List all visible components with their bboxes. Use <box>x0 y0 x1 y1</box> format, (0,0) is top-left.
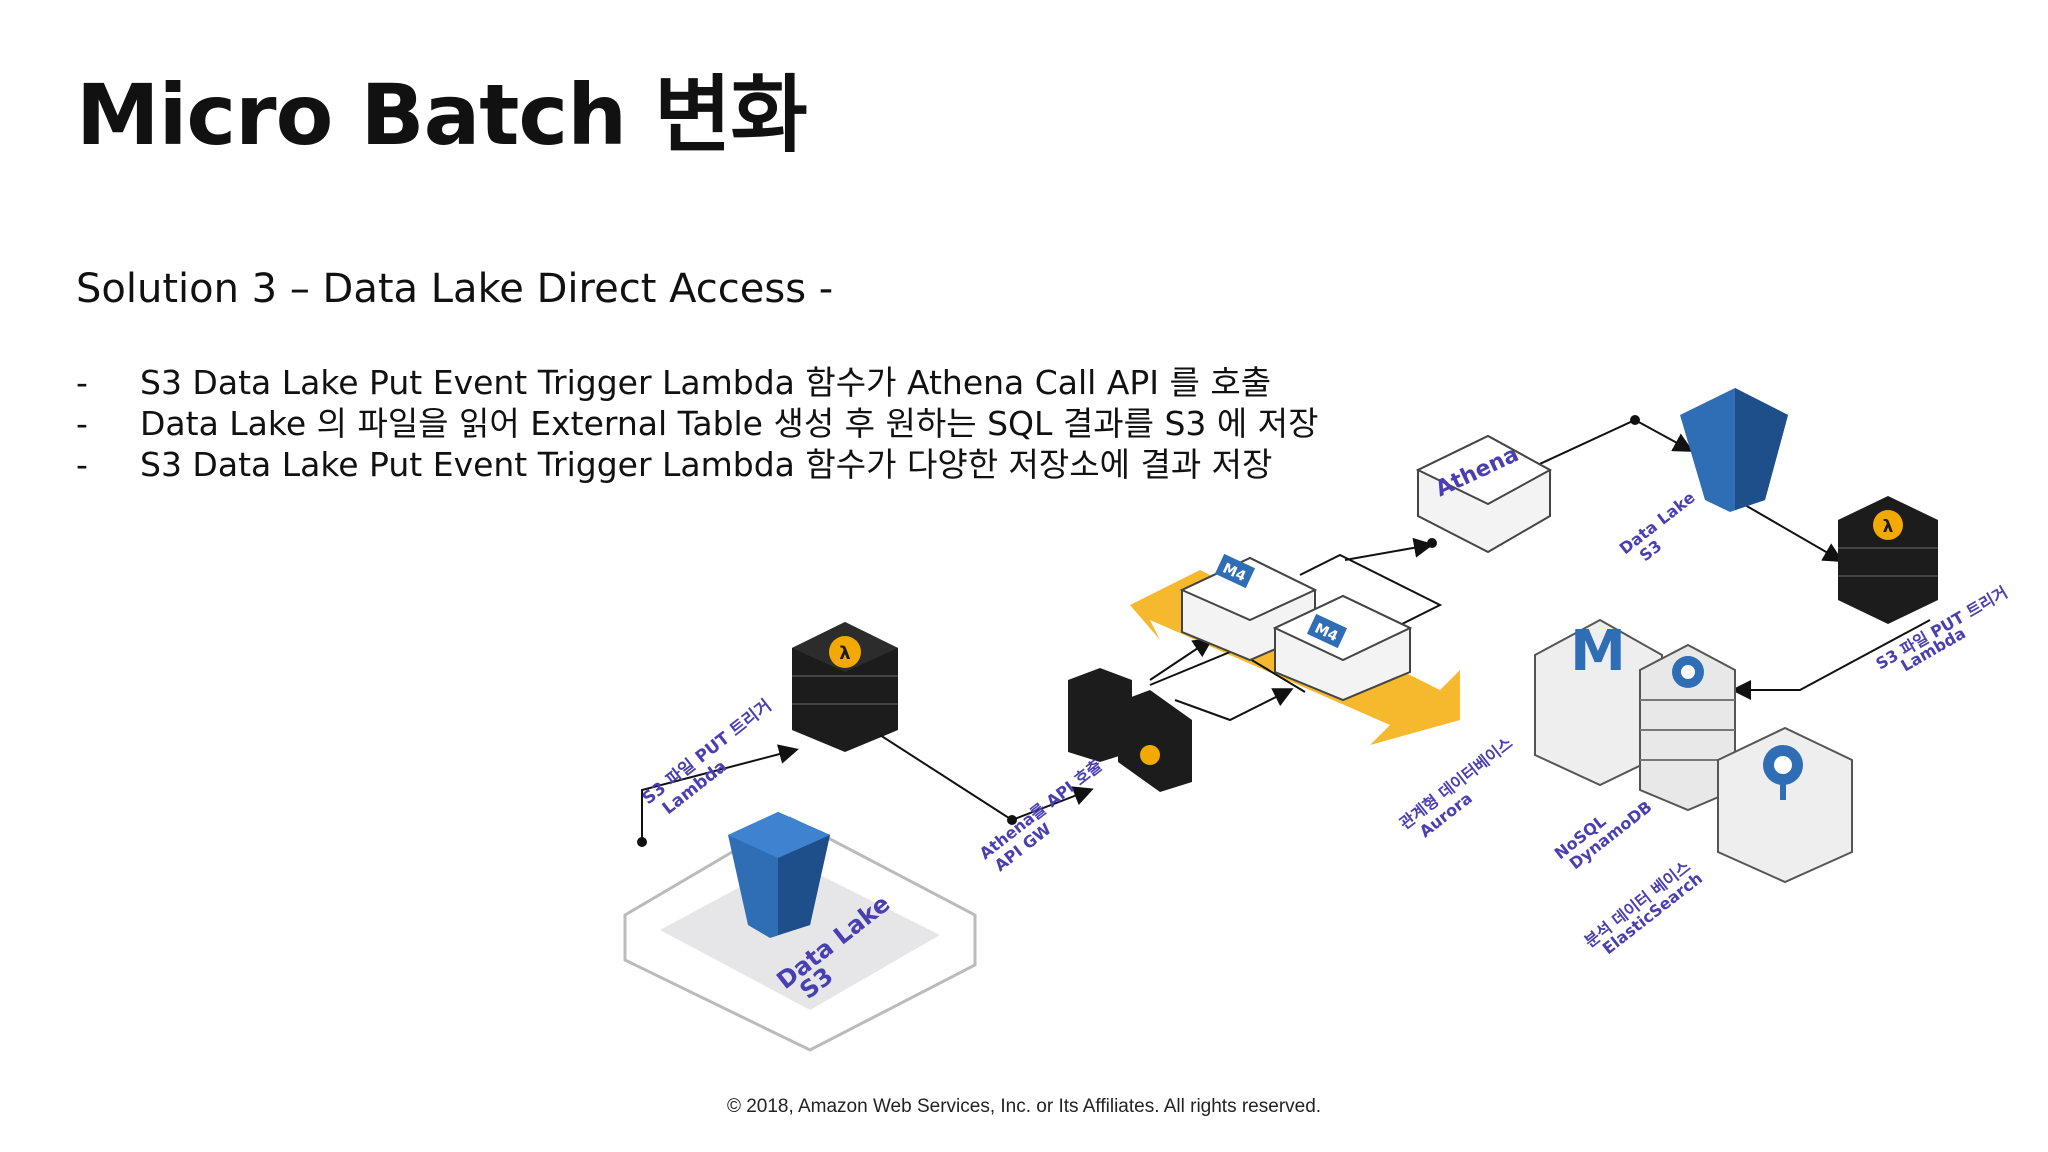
label-s3-trigger-1: S3 파일 PUT 트리거 <box>639 696 776 809</box>
data-lake-platform <box>623 816 977 1052</box>
bullet-list: - S3 Data Lake Put Event Trigger Lambda … <box>76 362 1336 485</box>
ec2-m4-instance: M4 <box>1272 594 1413 702</box>
lambda-server-icon: λ <box>1838 496 1938 624</box>
elasticsearch-icon <box>1717 726 1853 884</box>
svg-text:λ: λ <box>839 643 850 664</box>
bullet-text: Data Lake 의 파일을 읽어 External Table 생성 후 원… <box>140 404 1319 443</box>
bullet-dash: - <box>76 363 88 402</box>
s3-bucket-icon <box>728 812 830 938</box>
bullet-text: S3 Data Lake Put Event Trigger Lambda 함수… <box>140 445 1273 484</box>
bullet-dash: - <box>76 445 88 484</box>
slide-title: Micro Batch 변화 <box>76 66 808 164</box>
bullet-text: S3 Data Lake Put Event Trigger Lambda 함수… <box>140 363 1272 402</box>
bullet-item: - S3 Data Lake Put Event Trigger Lambda … <box>76 444 1336 485</box>
bullet-dash: - <box>76 404 88 443</box>
gear-icon <box>1140 745 1160 765</box>
s3-bucket-icon <box>1680 388 1788 512</box>
lambda-server-icon: λ <box>792 622 898 752</box>
lambda-icon <box>829 636 861 668</box>
copyright-footer: © 2018, Amazon Web Services, Inc. or Its… <box>726 1096 1322 1117</box>
api-gateway-icon <box>1068 668 1192 792</box>
connector-lines <box>637 415 1931 847</box>
bullet-item: - S3 Data Lake Put Event Trigger Lambda … <box>76 362 1336 403</box>
aurora-icon: M <box>1534 618 1663 787</box>
athena-icon: Athena <box>1415 434 1553 554</box>
lambda-icon <box>1873 510 1903 540</box>
slide-subtitle: Solution 3 – Data Lake Direct Access - <box>76 266 834 312</box>
svg-text:λ: λ <box>1883 517 1894 537</box>
svg-text:M: M <box>1570 619 1626 684</box>
bullet-item: - Data Lake 의 파일을 읽어 External Table 생성 후… <box>76 403 1336 444</box>
